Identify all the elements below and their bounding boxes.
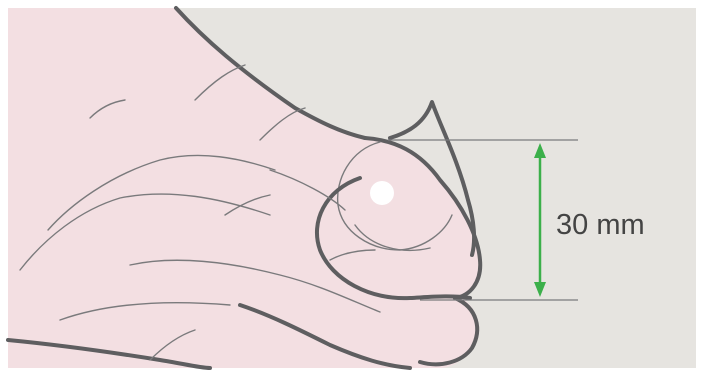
hand-illustration bbox=[8, 8, 481, 368]
measure-arrow bbox=[534, 143, 546, 297]
light-reflection bbox=[370, 181, 394, 205]
measurement-label: 30 mm bbox=[556, 209, 645, 241]
hand-outline bbox=[6, 6, 483, 370]
